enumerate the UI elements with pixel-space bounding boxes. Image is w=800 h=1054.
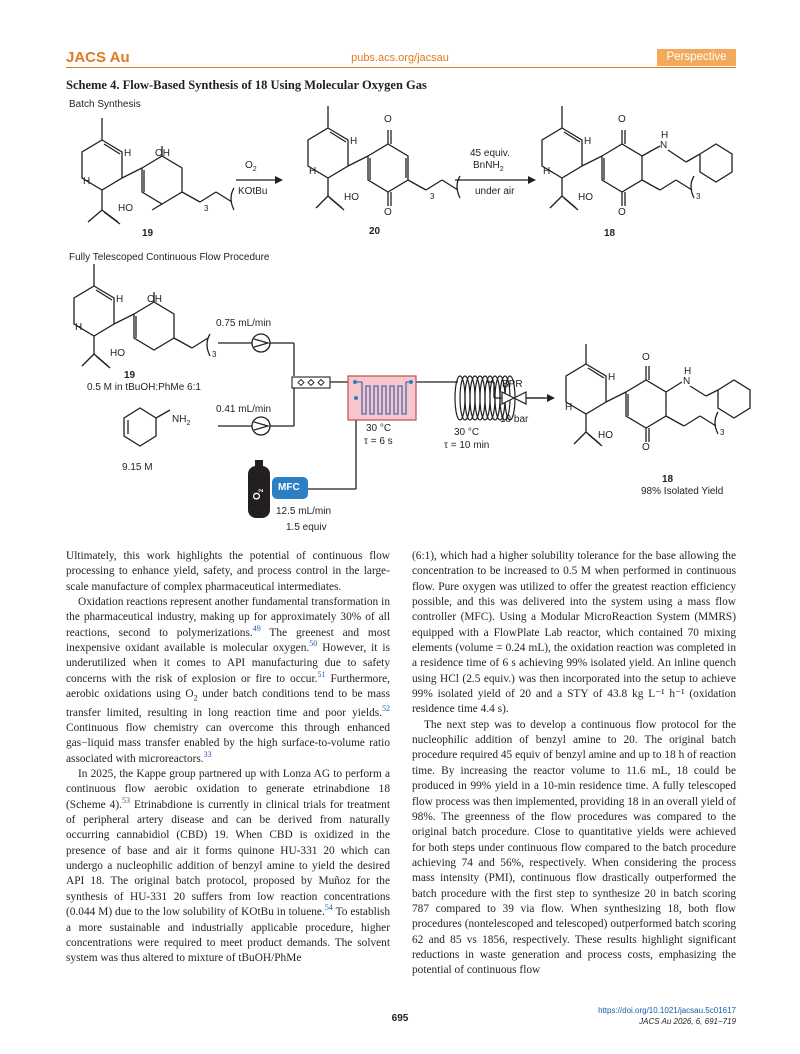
atom-o-20-top: O [384, 114, 392, 125]
bpr-pressure: 10 bar [500, 414, 529, 425]
o2-cylinder-label: O2 [252, 488, 265, 500]
flow-rate-2: 0.41 mL/min [216, 404, 272, 415]
structure-18-batch [541, 106, 733, 211]
atom-ho-19: HO [118, 203, 133, 214]
subscript-3-18f: 3 [720, 428, 725, 437]
atom-h-18b: H [543, 166, 551, 177]
scheme-figure [73, 106, 751, 518]
atom-h-20a: H [350, 136, 358, 147]
atom-ho-20: HO [344, 192, 359, 203]
atom-ho-19f: HO [110, 348, 125, 359]
paragraph: (6:1), which had a higher solubility tol… [412, 550, 736, 716]
page-number: 695 [391, 1013, 409, 1024]
reagent-o2: O2 [245, 160, 257, 173]
reagent-bnnh2: BnNH2 [473, 160, 504, 173]
structure-19-flow [73, 264, 211, 369]
atom-n-18f: N [683, 376, 691, 387]
oxygen-cylinder [248, 460, 270, 518]
flow-19-concentration: 0.5 M in tBuOH:PhMe 6:1 [87, 382, 201, 393]
journal-site-link[interactable]: pubs.acs.org/jacsau [351, 52, 449, 64]
atom-ho-18f: HO [598, 430, 613, 441]
atom-ho-18: HO [578, 192, 593, 203]
reactor2-temp: 30 °C [454, 427, 480, 438]
atom-o-18-top: O [618, 114, 626, 125]
atom-nh-h-18f: H [684, 366, 692, 377]
mfc-label: MFC [278, 482, 300, 493]
reagent-equiv: 45 equiv. [470, 148, 510, 159]
atom-h-18a: H [584, 136, 592, 147]
flow-title: Fully Telescoped Continuous Flow Procedu… [69, 252, 270, 263]
compound-19-flow-label: 19 [124, 370, 136, 381]
paragraph: The next step was to develop a continuou… [412, 718, 736, 977]
structure-19-batch [81, 118, 235, 225]
reagent-under-air: under air [475, 186, 515, 197]
atom-o-20-bottom: O [384, 207, 392, 218]
atom-oh-19: OH [155, 148, 170, 159]
atom-h-19b: H [83, 176, 91, 187]
atom-h-19f-a: H [116, 294, 124, 305]
page-header: JACS Au pubs.acs.org/jacsau Perspective [0, 0, 800, 70]
amine-nh2: NH2 [172, 414, 191, 427]
mfc-box [272, 477, 308, 499]
bpr-label: BPR [502, 379, 523, 390]
atom-n-18: N [660, 140, 668, 151]
compound-20-label: 20 [369, 226, 381, 237]
compound-18-flow-label: 18 [662, 474, 674, 485]
subscript-3-18: 3 [696, 192, 701, 201]
journal-name: JACS Au [66, 49, 130, 66]
compound-18-label: 18 [604, 228, 616, 239]
reactor2-residence: τ = 10 min [444, 440, 490, 451]
compound-19-label: 19 [142, 228, 154, 239]
atom-o-18f-bottom: O [642, 442, 650, 453]
atom-h-18f-b: H [565, 402, 573, 413]
atom-h-18f-a: H [608, 372, 616, 383]
flow-rate-1: 0.75 mL/min [216, 318, 272, 329]
reagent-kotbu: KOtBu [238, 186, 268, 197]
gas-equiv: 1.5 equiv [286, 522, 327, 533]
paragraph: In 2025, the Kappe group partnered up wi… [66, 768, 391, 965]
paragraph: Ultimately, this work highlights the pot… [66, 550, 390, 593]
atom-h-19a: H [124, 148, 132, 159]
subscript-3-20: 3 [430, 192, 435, 201]
bpr-valve [501, 391, 555, 405]
pump-2 [251, 416, 271, 436]
subscript-3-19f: 3 [212, 350, 217, 359]
header-rule [66, 67, 736, 68]
reactor1-temp: 30 °C [366, 423, 392, 434]
plate-reactor [347, 375, 417, 421]
subscript-3-19: 3 [204, 204, 209, 213]
structure-20-batch [307, 106, 461, 211]
mixer [291, 376, 331, 389]
atom-nh-h-18: H [661, 130, 669, 141]
doi-link[interactable]: https://doi.org/10.1021/jacsau.5c01617 [598, 1006, 736, 1015]
atom-h-19f-b: H [75, 322, 83, 333]
atom-o-18-bottom: O [618, 207, 626, 218]
atom-o-18f-top: O [642, 352, 650, 363]
batch-title: Batch Synthesis [69, 99, 141, 110]
structure-benzylamine [123, 407, 171, 447]
body-right-column: (6:1), which had a higher solubility tol… [412, 549, 736, 979]
structure-18-flow [565, 344, 751, 447]
paragraph: Oxidation reactions represent another fu… [66, 596, 390, 765]
article-type-badge: Perspective [657, 49, 736, 66]
reactor1-residence: τ = 6 s [364, 436, 393, 447]
pump-1 [251, 333, 271, 353]
gas-flow-rate: 12.5 mL/min [276, 506, 332, 517]
product-yield: 98% Isolated Yield [641, 486, 724, 497]
journal-citation: JACS Au 2026, 6, 691−719 [639, 1017, 736, 1026]
body-left-column: Ultimately, this work highlights the pot… [66, 549, 390, 967]
amine-concentration: 9.15 M [122, 462, 153, 473]
atom-h-20b: H [309, 166, 317, 177]
atom-oh-19f: OH [147, 294, 162, 305]
scheme-title: Scheme 4. Flow-Based Synthesis of 18 Usi… [66, 78, 427, 92]
